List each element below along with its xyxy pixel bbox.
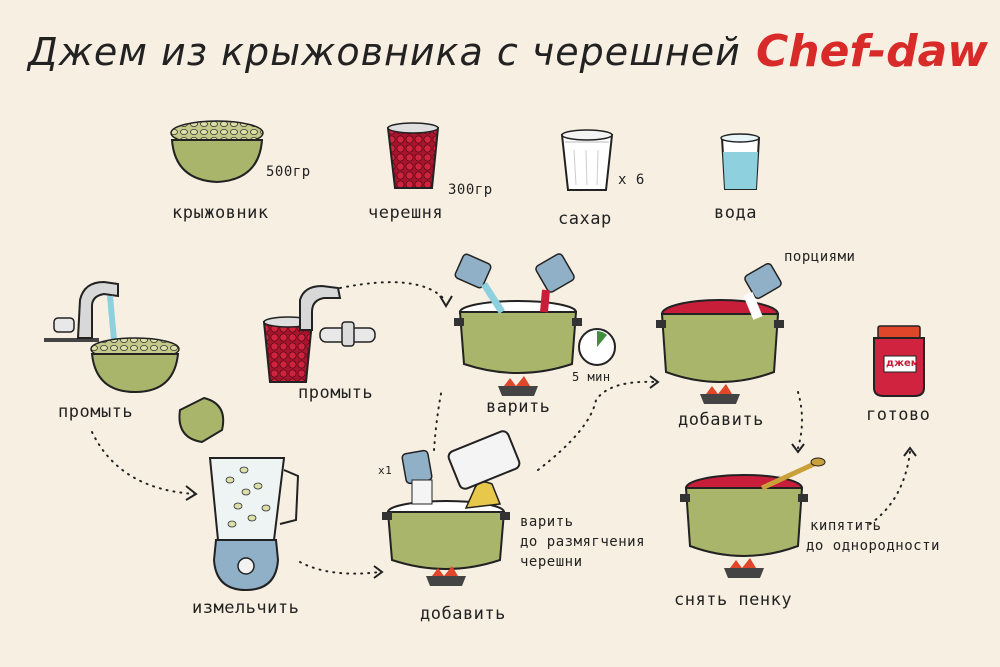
step-add-second: добавить [678,410,764,430]
water-glass-icon [720,133,761,190]
step-add-first: добавить [420,604,506,624]
ingredient-gooseberry-label: крыжовник [172,203,269,223]
cherry-glass-icon [386,122,440,189]
flow-arrows [91,281,911,575]
faucet-icon [44,280,119,342]
jam-jar-icon [873,325,925,397]
cooking-pot-4-icon [680,457,826,557]
timer-icon [578,328,616,366]
step-cook-time: 5 мин [572,370,611,384]
step-cook: варить [486,397,551,417]
step-wash-gooseberry: промыть [58,402,134,422]
cooking-pot-3-icon [656,262,784,383]
burner-1-icon [426,566,466,586]
step-boil-line2: до однородности [806,538,940,554]
burner-2-icon [498,376,538,396]
ingredient-cherry-label: черешня [368,203,444,223]
faucet-2-icon [299,284,376,347]
ingredient-sugar-label: сахар [558,209,612,229]
ingredient-gooseberry-qty: 500гр [266,164,311,180]
gooseberry-bowl-icon [170,120,264,184]
sugar-glass-icon [560,129,614,191]
step-chop: измельчить [192,598,300,618]
arrowheads [185,295,917,579]
cooking-pot-2-icon [454,253,582,374]
jar-label: джем [886,358,919,369]
step-add-first-count: x1 [378,464,393,477]
brand-logo: Chef-daw [756,26,988,77]
step-skim: снять пенку [674,590,793,610]
burner-3-icon [700,384,740,404]
step-portions: порциями [784,249,856,265]
ingredient-cherry-qty: 300гр [448,182,493,198]
cooking-pot-1-icon [382,430,521,570]
step-cook-soft-line1: варить [520,514,574,530]
step-cook-soft-line2: до размягчения [520,534,646,550]
step-cook-soft-line3: черешни [520,554,583,570]
ingredient-water-label: вода [714,203,757,223]
burner-4-icon [724,558,764,578]
washed-gooseberry-bowl-icon [90,337,180,394]
step-boil-line1: кипятить [810,518,882,534]
page-title: Джем из крыжовника с черешней [28,30,741,74]
step-wash-cherry: промыть [298,383,374,403]
blender-icon [178,396,300,592]
step-done: готово [866,405,931,425]
ingredient-sugar-qty: x 6 [618,172,645,188]
